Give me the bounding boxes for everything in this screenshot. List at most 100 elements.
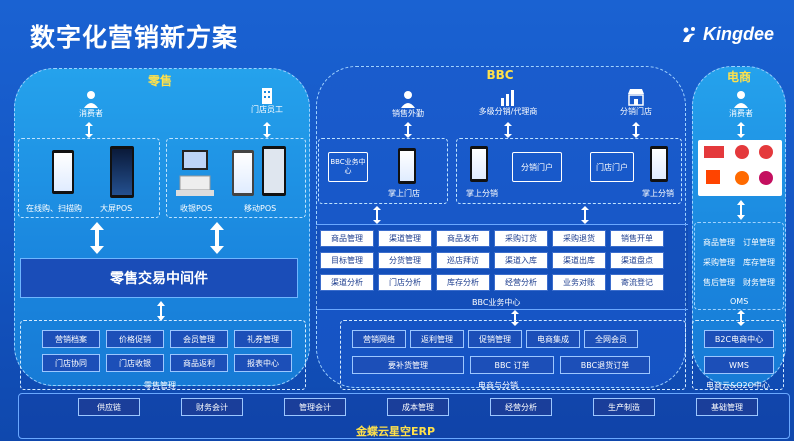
store-portal-label: 门店门户: [596, 162, 628, 172]
bbc-center-portal[interactable]: BBC业务中心: [328, 152, 368, 182]
oms-item[interactable]: 采购管理: [703, 257, 735, 267]
bbc-portal-box-right: [456, 138, 682, 204]
bbc-store-arrow: [632, 122, 640, 138]
retail-mgmt-button[interactable]: 门店收银: [106, 354, 164, 372]
b2c-center-button[interactable]: B2C电商中心: [704, 330, 774, 348]
oms-item[interactable]: 订单管理: [743, 237, 775, 247]
kingdee-logo-icon: [682, 26, 695, 42]
bbc-grid-item[interactable]: 渠道入库: [494, 252, 548, 269]
page-title: 数字化营销新方案: [30, 23, 239, 52]
person-icon: [734, 91, 748, 108]
oms-item[interactable]: 库存管理: [743, 257, 775, 267]
bbc-grid-item[interactable]: 商品管理: [320, 230, 374, 247]
mobile-phone-device: [52, 150, 74, 194]
building-chart-icon: [501, 90, 514, 106]
mobile-pos-device-1: [232, 150, 254, 196]
ecommerce-bottom-arrow: [737, 310, 745, 326]
oms-item[interactable]: 售后管理: [703, 277, 735, 287]
bbc-grid-item[interactable]: 采购订货: [494, 230, 548, 247]
bbc-grid-item[interactable]: 库存分析: [436, 274, 490, 291]
ecom-dist-box: [340, 320, 686, 390]
bbc-bottom-arrow: [511, 310, 519, 326]
oms-label: OMS: [730, 297, 749, 306]
retail-mgmt-button[interactable]: 报表中心: [234, 354, 292, 372]
bbc-left-down-arrow: [373, 206, 381, 224]
store-building-icon: [262, 88, 272, 104]
retail-staff-actor: 门店员工: [242, 86, 292, 115]
bbc-grid-item[interactable]: 门店分析: [378, 274, 432, 291]
ecom-dist-button[interactable]: 促销管理: [468, 330, 522, 348]
bbc-center-label: BBC业务中心: [472, 298, 521, 307]
device-label-online: 在线购、扫描购: [26, 204, 82, 213]
retail-mgmt-button[interactable]: 礼券管理: [234, 330, 292, 348]
erp-button[interactable]: 成本管理: [387, 398, 449, 416]
retail-mgmt-button[interactable]: 商品返利: [170, 354, 228, 372]
oms-item[interactable]: 财务管理: [743, 277, 775, 287]
retail-mgmt-label: 零售管理: [144, 381, 176, 390]
retail-mgmt-button[interactable]: 门店协同: [42, 354, 100, 372]
erp-button[interactable]: 供应链: [78, 398, 140, 416]
oms-item[interactable]: 商品管理: [703, 237, 735, 247]
bbc-store-actor: 分销门店: [606, 88, 666, 117]
retail-staff-label: 门店员工: [251, 105, 283, 114]
bbc-grid-item[interactable]: 经营分析: [494, 274, 548, 291]
oms-area: [694, 222, 784, 310]
bbc-title: BBC: [486, 68, 514, 82]
bbc-grid-item[interactable]: 采购退货: [552, 230, 606, 247]
erp-label: 金蝶云星空ERP: [356, 425, 436, 438]
bbc-grid-item[interactable]: 目标管理: [320, 252, 374, 269]
retail-device-box-right: [166, 138, 306, 218]
device-label-cashier-pos: 收银POS: [180, 204, 213, 213]
device-label-large-pos: 大屏POS: [100, 204, 133, 213]
erp-button[interactable]: 财务会计: [181, 398, 243, 416]
retail-device-box-left: [18, 138, 160, 218]
retail-consumer-actor: 消费者: [66, 90, 116, 119]
bbc-grid-item[interactable]: 寄流登记: [610, 274, 664, 291]
retail-middleware-label: 零售交易中间件: [110, 271, 208, 287]
retail-mgmt-button[interactable]: 营销档案: [42, 330, 100, 348]
cashier-pos-device: [176, 150, 214, 196]
bbc-grid-item[interactable]: 分货管理: [378, 252, 432, 269]
dist-portal-label: 分销门户: [521, 162, 553, 172]
erp-button[interactable]: 基础管理: [696, 398, 758, 416]
ecom-dist-button[interactable]: 营销网络: [352, 330, 406, 348]
retail-bottom-arrow: [157, 301, 165, 321]
bbc-sales-label: 销售外勤: [392, 109, 424, 118]
retail-mgmt-button[interactable]: 价格促销: [106, 330, 164, 348]
wms-button[interactable]: WMS: [704, 356, 774, 374]
kingdee-logo-text: Kingdee: [702, 24, 774, 44]
bbc-grid-item[interactable]: 业务对账: [552, 274, 606, 291]
ecom-dist-button[interactable]: 全网会员: [584, 330, 638, 348]
retail-title: 零售: [147, 74, 172, 88]
bbc-grid-item[interactable]: 巡店拜访: [436, 252, 490, 269]
person-icon: [401, 91, 415, 108]
bbc-store-label: 分销门店: [620, 107, 652, 116]
zhangshang-dist-phone-2: [650, 146, 668, 182]
retail-mgmt-box: [20, 320, 306, 390]
bbc-grid-item[interactable]: 渠道出库: [552, 252, 606, 269]
store-portal[interactable]: 门店门户: [590, 152, 634, 182]
ecommerce-consumer-label: 消费者: [729, 109, 753, 118]
ecom-dist-button[interactable]: 电商集成: [526, 330, 580, 348]
erp-button[interactable]: 管理会计: [284, 398, 346, 416]
mobile-pos-device-2: [262, 146, 286, 196]
bbc-grid-item[interactable]: 渠道盘点: [610, 252, 664, 269]
bbc-sales-arrow: [404, 122, 412, 138]
retail-staff-arrow: [263, 122, 271, 138]
ecom-dist-button[interactable]: BBC退货订单: [560, 356, 650, 374]
erp-button[interactable]: 生产制造: [593, 398, 655, 416]
erp-button[interactable]: 经营分析: [490, 398, 552, 416]
bbc-grid-item[interactable]: 销售开单: [610, 230, 664, 247]
dist-portal[interactable]: 分销门户: [512, 152, 562, 182]
ecom-dist-button[interactable]: BBC 订单: [470, 356, 554, 374]
kingdee-logo: Kingdee: [681, 24, 774, 45]
ecom-dist-button[interactable]: 返利管理: [410, 330, 464, 348]
ecom-dist-button[interactable]: 要补货管理: [352, 356, 464, 374]
bbc-grid-item[interactable]: 渠道管理: [378, 230, 432, 247]
bbc-grid-item[interactable]: 商品发布: [436, 230, 490, 247]
zhangshang-store-phone: [398, 148, 416, 184]
retail-mgmt-button[interactable]: 会员管理: [170, 330, 228, 348]
zhangshang-store-label: 掌上门店: [388, 189, 420, 198]
ecommerce-platform-logos-icon: [704, 145, 773, 185]
bbc-grid-item[interactable]: 渠道分析: [320, 274, 374, 291]
